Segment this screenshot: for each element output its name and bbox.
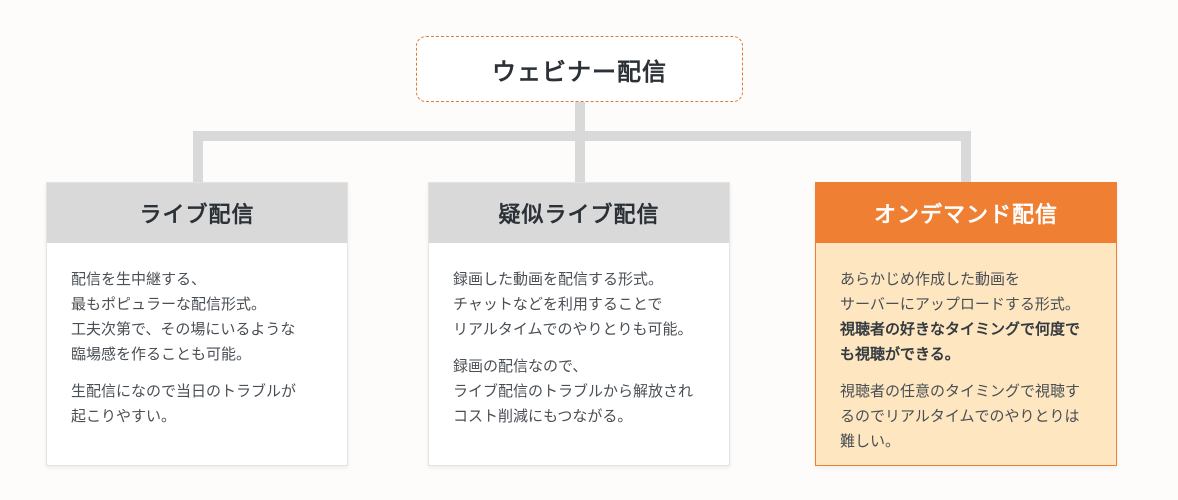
description-paragraph: あらかじめ作成した動画を サーバーにアップロードする形式。 視聴者の好きなタイミ… xyxy=(840,267,1092,367)
description-paragraph: 視聴者の任意のタイミングで視聴す るのでリアルタイムでのやりとりは 難しい。 xyxy=(840,379,1092,454)
description-line: 臨場感を作ることも可能。 xyxy=(71,345,252,363)
description-line: 難しい。 xyxy=(840,432,901,450)
description-line: 最もポピュラーな配信形式。 xyxy=(71,295,267,313)
description-paragraph: 録画した動画を配信する形式。 チャットなどを利用することで リアルタイムでのやり… xyxy=(453,267,705,342)
description-line: リアルタイムでのやりとりも可能。 xyxy=(453,320,693,338)
card-description: 配信を生中継する、 最もポピュラーな配信形式。 工夫次第で、その場にいるような … xyxy=(47,243,347,429)
connector-left-drop xyxy=(193,131,203,182)
description-line: 起こりやすい。 xyxy=(71,407,177,425)
card-description: 録画した動画を配信する形式。 チャットなどを利用することで リアルタイムでのやり… xyxy=(429,243,729,429)
description-line: あらかじめ作成した動画を xyxy=(840,270,1021,288)
emphasis-line: 視聴者の好きなタイミングで何度で xyxy=(840,320,1081,338)
description-line: 工夫次第で、その場にいるような xyxy=(71,320,296,338)
description-line: 生配信になので当日のトラブルが xyxy=(71,382,297,400)
card-title: ライブ配信 xyxy=(47,183,347,243)
description-paragraph: 録画の配信なので、 ライブ配信のトラブルから解放され コスト削減にもつながる。 xyxy=(453,354,705,429)
connector-horizontal xyxy=(193,131,971,141)
description-line: 録画した動画を配信する形式。 xyxy=(453,270,664,288)
description-line: コスト削減にもつながる。 xyxy=(453,407,633,425)
card-title: 疑似ライブ配信 xyxy=(429,183,729,243)
description-line: ライブ配信のトラブルから解放され xyxy=(453,382,694,400)
description-line: 録画の配信なので、 xyxy=(453,357,588,375)
description-paragraph: 配信を生中継する、 最もポピュラーな配信形式。 工夫次第で、その場にいるような … xyxy=(71,267,323,367)
card-description: あらかじめ作成した動画を サーバーにアップロードする形式。 視聴者の好きなタイミ… xyxy=(816,243,1116,454)
description-paragraph: 生配信になので当日のトラブルが 起こりやすい。 xyxy=(71,379,323,429)
root-node-webinar: ウェビナー配信 xyxy=(416,36,743,102)
card-live-streaming: ライブ配信 配信を生中継する、 最もポピュラーな配信形式。 工夫次第で、その場に… xyxy=(46,182,348,466)
card-on-demand-streaming: オンデマンド配信 あらかじめ作成した動画を サーバーにアップロードする形式。 視… xyxy=(815,182,1117,466)
emphasis-line: も視聴ができる。 xyxy=(840,345,960,363)
card-title: オンデマンド配信 xyxy=(816,183,1116,243)
description-line: 視聴者の任意のタイミングで視聴す xyxy=(840,382,1081,400)
description-line: チャットなどを利用することで xyxy=(453,295,663,313)
description-line: 配信を生中継する、 xyxy=(71,270,207,288)
description-line: サーバーにアップロードする形式。 xyxy=(840,295,1080,313)
connector-root-stem xyxy=(575,102,585,182)
description-line: るのでリアルタイムでのやりとりは xyxy=(840,407,1080,425)
card-pseudo-live-streaming: 疑似ライブ配信 録画した動画を配信する形式。 チャットなどを利用することで リア… xyxy=(428,182,730,466)
root-node-label: ウェビナー配信 xyxy=(492,57,667,86)
connector-right-drop xyxy=(961,131,971,182)
